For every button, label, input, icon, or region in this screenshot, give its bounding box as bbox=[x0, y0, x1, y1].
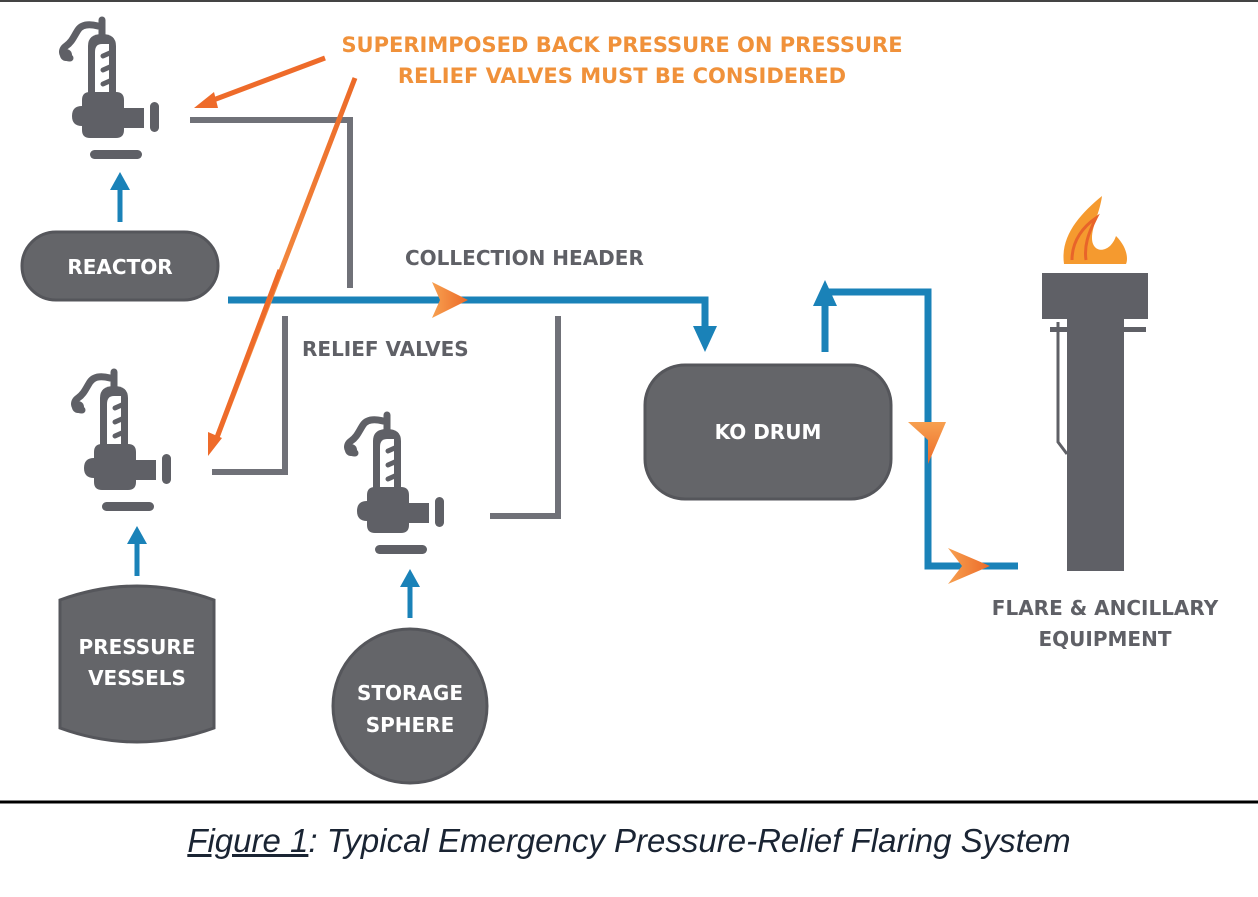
reactor-valve-outlet-pipe bbox=[190, 117, 353, 288]
header-flow-arrow bbox=[432, 282, 468, 318]
collection-header-pipe bbox=[228, 296, 709, 328]
sphere-relief-valve-icon bbox=[345, 415, 444, 554]
flame-icon bbox=[1063, 196, 1127, 264]
callout-arrow-head-bottom bbox=[208, 432, 222, 456]
storage-sphere-label-1: STORAGE bbox=[357, 681, 463, 705]
flare-inlet-flow-arrow bbox=[948, 548, 990, 584]
vessel-relief-valve-icon bbox=[72, 372, 171, 511]
vessel-valve-outlet-pipe bbox=[212, 316, 288, 475]
figure-caption: Figure 1: Typical Emergency Pressure-Rel… bbox=[0, 822, 1258, 860]
reactor-relief-valve-icon bbox=[60, 20, 159, 159]
relief-valves-label: RELIEF VALVES bbox=[302, 337, 469, 361]
vessel-feed-arrow-icon bbox=[127, 526, 147, 576]
reactor-label: REACTOR bbox=[67, 255, 172, 279]
callout-arrow-head-top bbox=[194, 92, 218, 108]
sphere-feed-arrow-icon bbox=[400, 569, 420, 618]
sphere-valve-outlet-pipe bbox=[490, 316, 561, 519]
pressure-vessels-label-2: VESSELS bbox=[88, 666, 186, 690]
ko-drum-up-arrow bbox=[813, 280, 837, 306]
flare-stack-icon bbox=[1042, 273, 1148, 571]
caption-separator: : bbox=[308, 822, 318, 859]
pressure-vessels bbox=[58, 584, 216, 744]
ko-drum-outlet-pipe bbox=[821, 288, 1018, 570]
header-down-arrow bbox=[693, 326, 717, 352]
callout-line-1: SUPERIMPOSED BACK PRESSURE ON PRESSURE bbox=[341, 33, 902, 57]
callout-line-2: RELIEF VALVES MUST BE CONSIDERED bbox=[398, 64, 846, 88]
reactor bbox=[20, 230, 220, 302]
riser-flow-arrow bbox=[908, 422, 946, 464]
ko-drum-label: KO DRUM bbox=[715, 420, 822, 444]
flare-label-2: EQUIPMENT bbox=[1039, 627, 1172, 651]
pressure-vessels-label-1: PRESSURE bbox=[79, 635, 196, 659]
storage-sphere bbox=[331, 627, 489, 785]
reactor-feed-arrow-icon bbox=[110, 172, 130, 222]
caption-title: Typical Emergency Pressure-Relief Flarin… bbox=[317, 822, 1071, 859]
collection-header-label: COLLECTION HEADER bbox=[405, 246, 644, 270]
flare-label-1: FLARE & ANCILLARY bbox=[992, 596, 1219, 620]
ko-drum bbox=[643, 363, 893, 501]
storage-sphere-label-2: SPHERE bbox=[366, 713, 455, 737]
figure-reference: Figure 1 bbox=[187, 822, 309, 859]
